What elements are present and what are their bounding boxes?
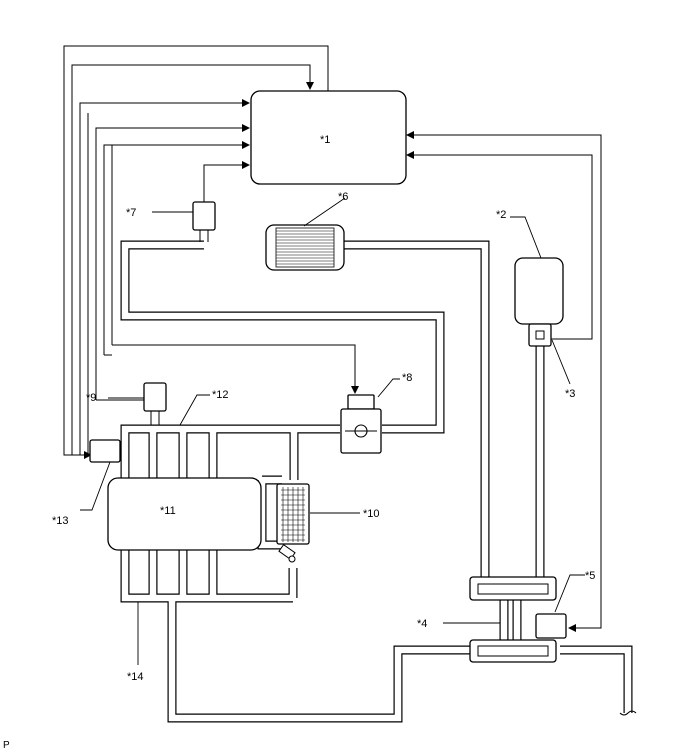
label-14: *14 <box>127 671 144 683</box>
pipe-break-mark <box>619 710 637 716</box>
sensor-7-box <box>192 201 216 231</box>
sensor-13-box <box>89 439 121 463</box>
throttle-8 <box>340 394 382 454</box>
sensor-5-box <box>535 613 567 639</box>
leader-lines <box>80 197 585 665</box>
label-12: *12 <box>212 389 229 401</box>
canister-2-box <box>514 257 564 325</box>
valve-block-4 <box>469 576 557 663</box>
label-10: *10 <box>363 508 380 520</box>
arrowheads <box>84 82 576 632</box>
sensor-9-box <box>143 382 167 412</box>
label-6: *6 <box>338 191 348 203</box>
label-8: *8 <box>402 372 412 384</box>
label-1: *1 <box>320 134 330 146</box>
filter-10 <box>276 483 310 563</box>
engine-11-box <box>107 477 262 551</box>
label-5: *5 <box>585 570 595 582</box>
label-2: *2 <box>496 209 506 221</box>
label-3: *3 <box>565 388 575 400</box>
ecm-box <box>250 90 407 185</box>
corner-code: P <box>3 740 10 751</box>
label-7: *7 <box>126 207 136 219</box>
label-9: *9 <box>86 392 96 404</box>
filter-6 <box>265 224 345 271</box>
label-4: *4 <box>417 618 427 630</box>
label-13: *13 <box>52 515 69 527</box>
label-11: *11 <box>160 505 176 517</box>
